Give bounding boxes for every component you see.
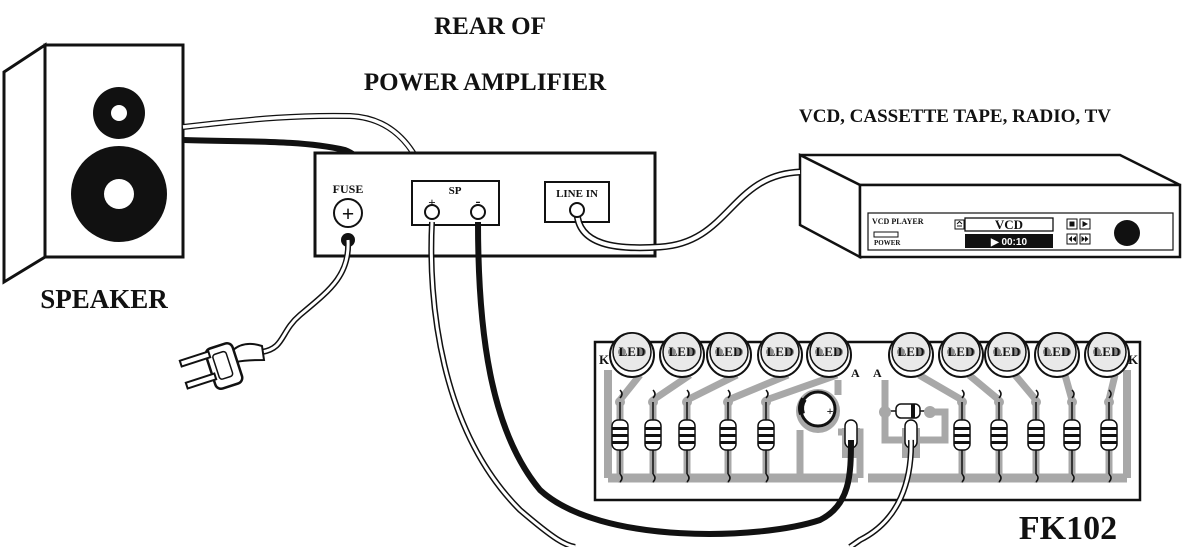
led-3: LED [706, 332, 752, 378]
led-2: LED [659, 332, 705, 378]
led-label: LED [767, 344, 794, 359]
resistor-5 [757, 389, 775, 483]
resistor-2 [644, 389, 662, 483]
speaker-label: SPEAKER [40, 284, 168, 314]
led-label: LED [716, 344, 743, 359]
led-label: LED [898, 344, 925, 359]
led-9: LED [1034, 332, 1080, 378]
pin-a-right: A [873, 366, 882, 380]
source-title: VCD, CASSETTE TAPE, RADIO, TV [799, 106, 1111, 127]
disc-tray [873, 231, 899, 238]
led-label: LED [994, 344, 1021, 359]
diode [879, 403, 936, 419]
line-in-socket [569, 202, 585, 218]
led-label: LED [619, 344, 646, 359]
pin-k-left: K [599, 352, 610, 367]
resistor-8 [1027, 389, 1045, 483]
vcd-display [964, 217, 1054, 232]
board-feed-wires [428, 221, 915, 547]
led-label: LED [948, 344, 975, 359]
led-10: LED [1084, 332, 1130, 378]
led-label: LED [1044, 344, 1071, 359]
resistor-10 [1100, 389, 1118, 483]
speaker-terminals: SP + - [411, 180, 500, 226]
electrolytic-capacitor: + [796, 389, 840, 433]
vcd-time-text: ▶ 00:10 [990, 237, 1027, 248]
power-plug-icon [178, 342, 266, 390]
sp-minus-sign: - [476, 194, 481, 210]
vcd-time-display [965, 234, 1053, 248]
resistor-6 [953, 389, 971, 483]
fuse-label: FUSE [333, 182, 364, 196]
eject-icon [954, 219, 965, 230]
fuse-icon: FUSE + [333, 182, 364, 228]
resistor-row [611, 389, 1118, 483]
led-7: LED [938, 332, 984, 378]
sp-plus-terminal [424, 204, 440, 220]
volume-knob [1114, 220, 1140, 246]
pin-a-left: A [851, 366, 860, 380]
led-1: LED [609, 332, 655, 378]
led-6: LED [888, 332, 934, 378]
vcd-brand-label: VCD PLAYER [872, 217, 924, 226]
speaker-icon [2, 42, 185, 285]
resistor-3 [678, 389, 696, 483]
amp-title-line1: REAR OF [434, 13, 546, 40]
led-label: LED [1094, 344, 1121, 359]
sp-label: SP [449, 185, 462, 197]
line-in-cable [573, 168, 801, 252]
board-label: FK102 [1019, 510, 1117, 547]
fuse-symbol: + [342, 201, 355, 226]
pin-k-right: K [1128, 352, 1139, 367]
amp-title-line2: POWER AMPLIFIER [364, 69, 607, 96]
capacitor-plus-sign: + [827, 404, 834, 418]
resistor-4 [719, 389, 737, 483]
led-4: LED [757, 332, 803, 378]
sp-plus-sign: + [428, 195, 435, 210]
led-5: LED [806, 332, 852, 378]
line-in-jack: LINE IN [544, 181, 610, 223]
resistor-1 [611, 389, 629, 483]
resistor-7 [990, 389, 1008, 483]
resistor-9 [1063, 389, 1081, 483]
led-row: LED LED LED LED LED LED LED LED LED LED [609, 332, 1130, 378]
led-label: LED [816, 344, 843, 359]
transport-buttons [1066, 218, 1091, 245]
vcd-player: VCD PLAYER POWER VCD ▶ 00:10 [798, 152, 1182, 260]
led-label: LED [669, 344, 696, 359]
led-8: LED [984, 332, 1030, 378]
line-in-label: LINE IN [556, 188, 598, 200]
vcd-power-label: POWER [874, 239, 901, 247]
vcd-display-text: VCD [995, 217, 1023, 232]
sp-minus-terminal [470, 204, 486, 220]
power-cord [261, 239, 352, 355]
